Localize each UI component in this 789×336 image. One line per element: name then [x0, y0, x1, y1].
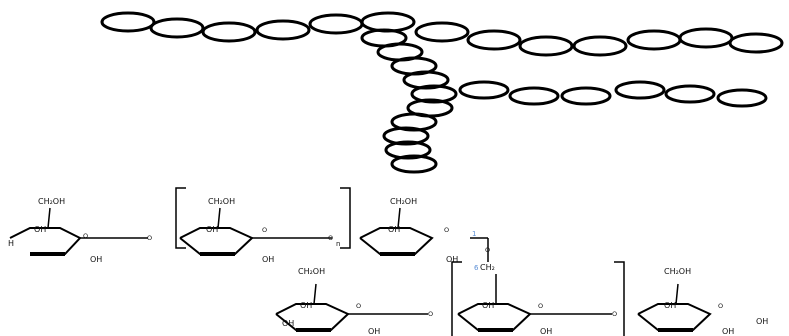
ring4-ch2oh-label: CH₂OH	[298, 267, 325, 276]
ring5-oh-label-b: OH	[540, 327, 552, 336]
ring6-ring-o-label: O	[718, 302, 723, 310]
ring1-h-label: H	[8, 239, 14, 248]
glucose-unit-oval	[410, 84, 458, 104]
glucose-unit-oval	[308, 13, 364, 35]
ring5-oh-label-a: OH	[482, 301, 494, 310]
ring4-oh-label-b: OH	[282, 319, 294, 328]
carbon-6-label: 6	[474, 264, 479, 272]
ring1-ring-o-label: O	[83, 232, 88, 240]
glucose-unit-oval	[572, 35, 628, 57]
ring1-ch2oh-label: CH₂OH	[38, 197, 65, 206]
glycosidic-o-3: O	[428, 310, 433, 318]
ring2-ch2oh-label: CH₂OH	[208, 197, 235, 206]
glucose-unit-oval	[664, 84, 716, 104]
glycosidic-o-1: O	[147, 234, 152, 242]
ring5-ring-o-label: O	[538, 302, 543, 310]
ring2-oh-label-a: OH	[206, 225, 218, 234]
carbon-1-label: 1	[472, 230, 476, 238]
lower-bracket-right	[614, 261, 625, 336]
glucose-unit-oval	[518, 35, 574, 57]
glycosidic-o-4: O	[612, 310, 617, 318]
glucose-unit-oval	[466, 29, 522, 51]
repeat-bracket-right	[340, 187, 351, 249]
ring3-oh-label-b: OH	[446, 255, 458, 264]
ring1-oh-label-a: OH	[34, 225, 46, 234]
ring4-oh-label-c: OH	[368, 327, 380, 336]
glucose-unit-oval	[149, 17, 205, 39]
ring6-ch2oh-label: CH₂OH	[664, 267, 691, 276]
ring6-oh-label-b: OH	[756, 317, 768, 326]
glucose-ring-3	[359, 207, 434, 256]
glucose-unit-oval	[414, 21, 470, 43]
lower-bracket-left	[451, 261, 462, 336]
glucose-unit-oval	[201, 21, 257, 43]
lower-chain-structure: CH₂OH O OH OH OH O 6 CH₂ O OH OH O CH₂OH…	[275, 261, 768, 336]
ring1-oh-label-b: OH	[90, 255, 102, 264]
ring4-oh-label-a: OH	[300, 301, 312, 310]
glucose-unit-oval	[382, 126, 430, 146]
glucose-unit-oval	[384, 140, 432, 160]
glucose-unit-oval	[390, 154, 438, 174]
ring3-oh-label-a: OH	[388, 225, 400, 234]
ring2-oh-label-b: OH	[262, 255, 274, 264]
ring4-ring-o-label: O	[356, 302, 361, 310]
glucose-ring-6	[637, 283, 712, 332]
glucose-ring-1	[9, 207, 82, 256]
upper-chain-structure: CH₂OH O OH OH H O n CH₂OH O OH OH O CH₂O…	[8, 187, 490, 264]
glycosidic-o-branch: O	[485, 246, 490, 254]
glucose-unit-oval	[100, 11, 156, 33]
glucose-unit-oval	[508, 86, 560, 106]
ring6-oh-label-c: OH	[722, 327, 734, 336]
repeat-n-label: n	[336, 240, 340, 248]
glucose-unit-oval	[560, 86, 612, 106]
glucose-unit-oval	[716, 88, 768, 108]
glucose-chain-schematic	[100, 11, 784, 174]
ring3-ring-o-label: O	[444, 226, 449, 234]
glucose-unit-oval	[626, 29, 682, 51]
glucose-unit-oval	[728, 32, 784, 54]
ring3-ch2oh-label: CH₂OH	[390, 197, 417, 206]
glycosidic-o-2: O	[328, 234, 333, 242]
glucose-unit-oval	[255, 19, 311, 41]
glucose-unit-oval	[360, 11, 416, 33]
ring5-ch2-label: CH₂	[480, 263, 495, 272]
repeat-bracket-left	[175, 187, 186, 249]
glucose-unit-oval	[458, 80, 510, 100]
ring2-ring-o-label: O	[262, 226, 267, 234]
glucose-unit-oval	[678, 27, 734, 49]
glucose-unit-oval	[614, 80, 666, 100]
ring6-oh-label-a: OH	[664, 301, 676, 310]
